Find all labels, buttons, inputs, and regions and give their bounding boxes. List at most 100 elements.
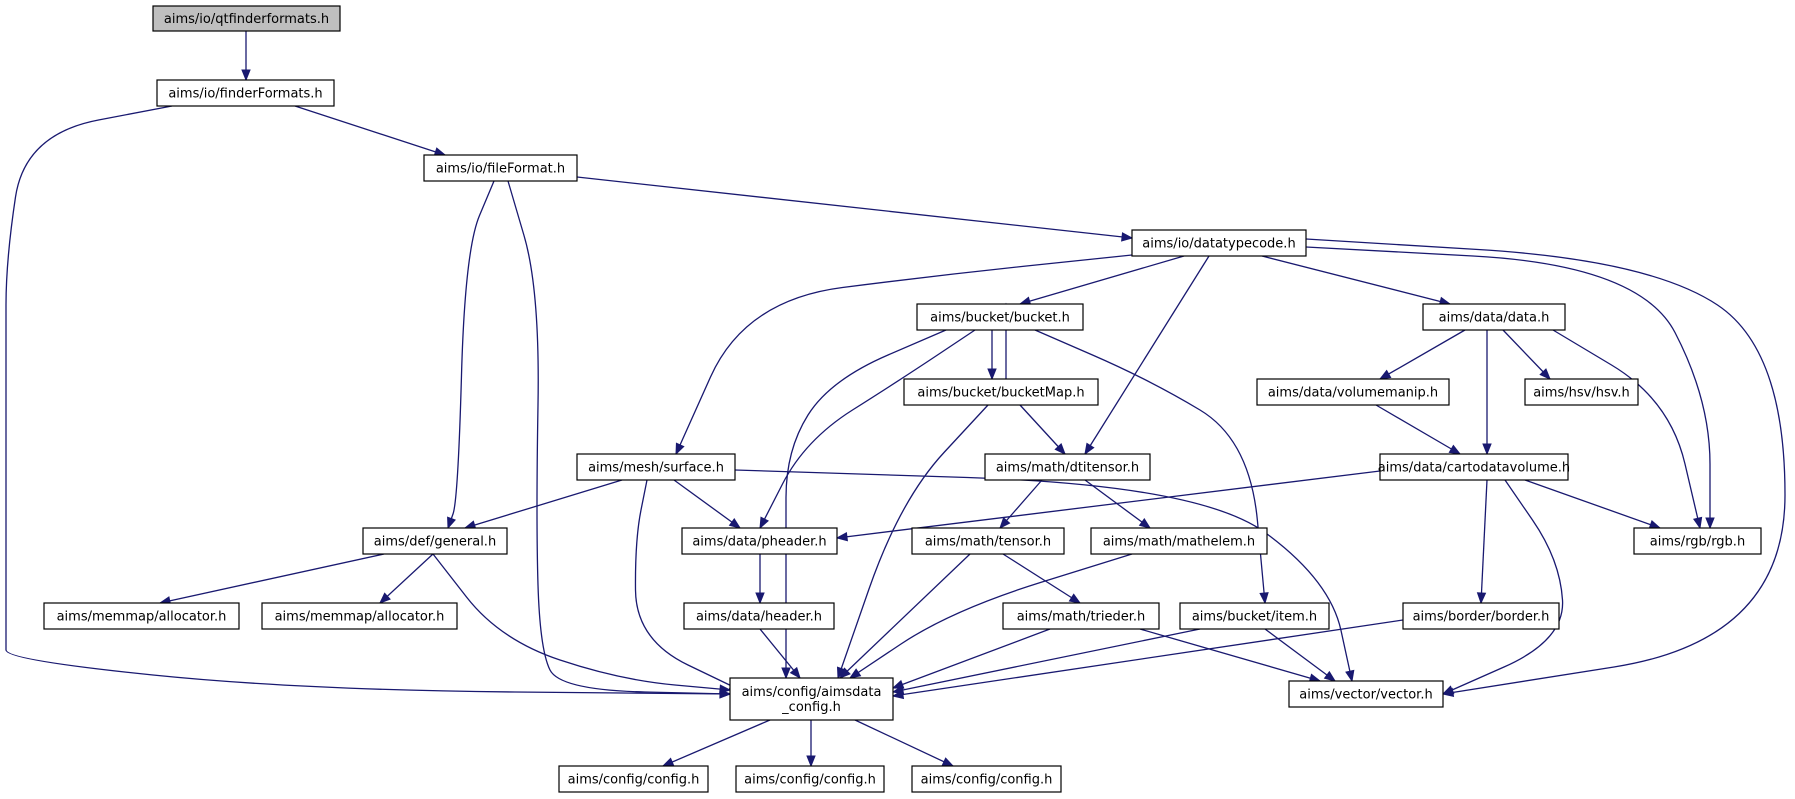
edge-line: [1139, 628, 1321, 682]
edge-arrowhead: [781, 667, 791, 680]
edge-line: [837, 404, 989, 679]
node-label: aims/hsv/hsv.h: [1533, 386, 1630, 401]
node-tensor[interactable]: aims/math/tensor.h: [911, 527, 1065, 555]
edge-datatypecode-to-datadata: [1261, 255, 1452, 306]
edge-line: [1524, 479, 1661, 529]
node-config1[interactable]: aims/config/config.h: [558, 765, 709, 793]
node-box: [683, 602, 835, 630]
node-bucket[interactable]: aims/bucket/bucket.h: [916, 303, 1084, 331]
edge-line: [1261, 255, 1451, 305]
edge-datadata-to-hsv: [1502, 329, 1551, 380]
edge-line: [785, 329, 947, 678]
edge-datatypecode-to-rgb: [1305, 246, 1715, 530]
edge-line: [1552, 329, 1701, 529]
edge-line: [634, 479, 741, 691]
node-datatypecode[interactable]: aims/io/datatypecode.h: [1131, 229, 1307, 257]
edge-line: [759, 329, 976, 529]
node-box: [1402, 602, 1560, 630]
node-label: aims/math/mathelem.h: [1103, 535, 1255, 550]
node-box: [1422, 303, 1566, 331]
edge-tensor-to-aimsdata_config: [839, 553, 971, 679]
node-bucketMap[interactable]: aims/bucket/bucketMap.h: [903, 378, 1099, 406]
node-vector[interactable]: aims/vector/vector.h: [1288, 680, 1444, 708]
edge-arrowhead: [1441, 685, 1455, 695]
edge-arrowhead: [891, 689, 905, 700]
node-label: aims/config/aimsdata: [742, 685, 882, 700]
edge-surface-to-aimsdata_config: [634, 479, 742, 691]
node-box: [984, 453, 1151, 481]
edge-arrowhead: [839, 667, 851, 679]
edge-line: [999, 479, 1043, 529]
edge-line: [1264, 628, 1336, 682]
node-label: aims/bucket/bucketMap.h: [917, 386, 1084, 401]
node-alloc1[interactable]: aims/memmap/allocator.h: [43, 602, 240, 630]
edge-line: [839, 553, 971, 679]
node-config2[interactable]: aims/config/config.h: [735, 765, 885, 793]
edge-mathelem-to-aimsdata_config: [848, 553, 1133, 679]
edge-line: [1442, 479, 1564, 695]
edge-line: [1084, 479, 1151, 529]
node-alloc2[interactable]: aims/memmap/allocator.h: [261, 602, 458, 630]
node-label: aims/config/config.h: [568, 773, 700, 788]
node-pheader[interactable]: aims/data/pheader.h: [681, 527, 838, 555]
edge-header-to-aimsdata_config: [759, 628, 801, 680]
node-label: aims/mesh/surface.h: [588, 461, 724, 476]
node-box: [1131, 229, 1307, 257]
node-label: aims/def/general.h: [374, 535, 496, 550]
node-label: aims/math/dtitensor.h: [996, 461, 1139, 476]
edge-arrowhead: [835, 532, 849, 542]
node-label: aims/rgb/rgb.h: [1650, 535, 1745, 550]
node-box: [362, 527, 508, 555]
edge-arrowhead: [1705, 517, 1715, 530]
node-config3[interactable]: aims/config/config.h: [911, 765, 1062, 793]
edge-line: [1002, 553, 1081, 604]
node-finderFormats[interactable]: aims/io/finderFormats.h: [156, 79, 335, 107]
edge-surface-to-pheader: [673, 479, 742, 529]
edge-line: [892, 628, 1051, 689]
node-box: [1256, 378, 1450, 406]
edge-line: [1305, 246, 1711, 528]
node-label: aims/math/trieder.h: [1017, 610, 1146, 625]
node-label: aims/config/config.h: [744, 773, 876, 788]
node-box: [261, 602, 458, 630]
node-aimsdata_config[interactable]: aims/config/aimsdata_config.h: [729, 677, 894, 721]
node-box: [1524, 378, 1639, 406]
edge-tensor-to-trieder: [1002, 553, 1082, 604]
edge-line: [1480, 479, 1488, 604]
edge-arrowhead: [719, 684, 732, 694]
edge-line: [379, 553, 434, 604]
node-volumemanip[interactable]: aims/data/volumemanip.h: [1256, 378, 1450, 406]
node-header[interactable]: aims/data/header.h: [683, 602, 835, 630]
node-qtfinder[interactable]: aims/io/qtfinderformats.h: [152, 5, 341, 32]
node-trieder[interactable]: aims/math/trieder.h: [1002, 602, 1160, 630]
edge-datatypecode-to-surface: [675, 254, 1133, 456]
edge-line: [892, 628, 1201, 693]
edge-datadata-to-volumemanip: [1378, 329, 1466, 380]
node-item[interactable]: aims/bucket/item.h: [1179, 602, 1330, 630]
node-border[interactable]: aims/border/border.h: [1402, 602, 1560, 630]
edge-arrowhead: [1054, 443, 1066, 455]
edge-line: [1305, 238, 1786, 695]
edge-arrowhead: [1084, 442, 1095, 456]
edge-line: [673, 479, 741, 529]
edge-arrowhead: [1378, 369, 1392, 380]
node-fileFormat[interactable]: aims/io/fileFormat.h: [423, 154, 578, 182]
node-rgb[interactable]: aims/rgb/rgb.h: [1633, 527, 1762, 555]
edge-datadata-to-rgb: [1552, 329, 1703, 530]
node-label: aims/io/fileFormat.h: [436, 162, 565, 177]
node-surface[interactable]: aims/mesh/surface.h: [576, 453, 736, 481]
node-hsv[interactable]: aims/hsv/hsv.h: [1524, 378, 1639, 406]
edge-arrowhead: [987, 368, 997, 381]
node-cartodatavolume[interactable]: aims/data/cartodatavolume.h: [1378, 453, 1570, 481]
edge-line: [675, 254, 1133, 455]
edge-arrowhead: [789, 666, 801, 680]
edge-arrowhead: [941, 757, 955, 767]
node-mathelem[interactable]: aims/math/mathelem.h: [1090, 527, 1268, 555]
node-datadata[interactable]: aims/data/data.h: [1422, 303, 1566, 331]
edge-volumemanip-to-cartodatavolume: [1375, 404, 1462, 455]
node-dtitensor[interactable]: aims/math/dtitensor.h: [984, 453, 1151, 481]
edge-item-to-vector: [1264, 628, 1337, 682]
node-general[interactable]: aims/def/general.h: [362, 527, 508, 555]
edge-cartodatavolume-to-vector: [1441, 479, 1564, 695]
node-box: [152, 5, 341, 32]
